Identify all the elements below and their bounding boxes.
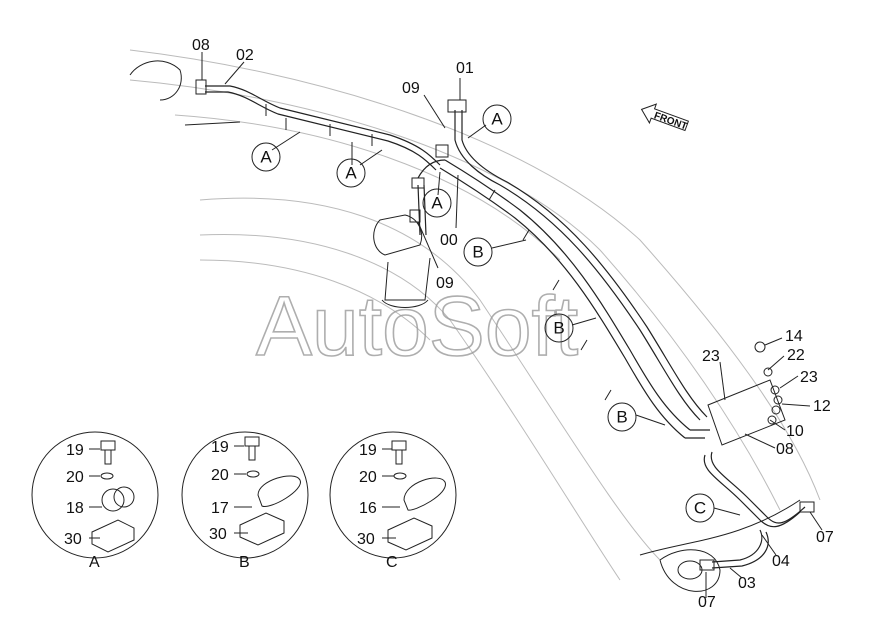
svg-text:16: 16 (359, 500, 377, 517)
cylinder (373, 214, 431, 308)
part-label-08: 08 (192, 37, 210, 54)
svg-text:19: 19 (211, 439, 229, 456)
washer-icon (100, 472, 114, 480)
callout-a: A (482, 104, 512, 134)
part-label-07: 07 (698, 594, 716, 611)
washer-icon (246, 470, 260, 478)
svg-text:17: 17 (211, 500, 229, 517)
svg-text:30: 30 (209, 526, 227, 543)
detail-c-title: C (386, 554, 398, 571)
part-label-04: 04 (772, 553, 790, 570)
svg-text:A: A (491, 110, 503, 129)
callout-a: A (251, 142, 281, 172)
callout-c: C (685, 493, 715, 523)
part-label-09: 09 (436, 275, 454, 292)
washer-icon (393, 472, 407, 480)
part-label-09: 09 (402, 80, 420, 97)
detail-b-title: B (239, 554, 250, 571)
svg-text:19: 19 (359, 442, 377, 459)
svg-text:B: B (616, 408, 627, 427)
part-label-23: 23 (702, 348, 720, 365)
arrow-left-icon (640, 103, 690, 132)
bolt-icon (244, 436, 260, 461)
detail-c: 19 20 16 30 C (329, 431, 457, 571)
callout-b: B (544, 313, 574, 343)
clamp-icon (257, 475, 301, 507)
svg-text:20: 20 (211, 467, 229, 484)
svg-text:A: A (345, 164, 357, 183)
callout-a: A (422, 188, 452, 218)
part-label-12: 12 (813, 398, 831, 415)
bolt-icon (391, 440, 407, 465)
detail-b: 19 20 17 30 B (181, 431, 309, 571)
part-label-08: 08 (776, 441, 794, 458)
clamps (265, 104, 612, 401)
svg-text:19: 19 (66, 442, 84, 459)
svg-text:30: 30 (357, 531, 375, 548)
svg-text:B: B (553, 319, 564, 338)
fittings (195, 79, 815, 571)
callout-b: B (607, 402, 637, 432)
part-label-22: 22 (787, 347, 805, 364)
part-label-10: 10 (786, 423, 804, 440)
part-label-23: 23 (800, 369, 818, 386)
control-valve-block (707, 341, 786, 446)
plate-icon (91, 519, 135, 553)
watermark: AutoSoft (256, 279, 578, 373)
part-label-14: 14 (785, 328, 803, 345)
svg-text:18: 18 (66, 500, 84, 517)
plate-icon (239, 512, 285, 546)
svg-text:A: A (431, 194, 443, 213)
part-label-01: 01 (456, 60, 474, 77)
hose-lines (205, 85, 806, 569)
part-label-00: 00 (440, 232, 458, 249)
part-label-07: 07 (816, 529, 834, 546)
part-labels: 08 02 01 09 00 09 14 22 23 23 12 10 08 0… (192, 37, 834, 611)
callout-a: A (336, 158, 366, 188)
svg-text:B: B (472, 243, 483, 262)
detail-views: 19 20 18 30 A 19 20 17 30 B (31, 431, 457, 571)
front-arrow: FRONT (640, 103, 690, 133)
front-label: FRONT (652, 110, 688, 132)
svg-text:30: 30 (64, 531, 82, 548)
detail-a: 19 20 18 30 A (31, 431, 159, 571)
bolt-icon (100, 440, 116, 465)
svg-text:20: 20 (66, 469, 84, 486)
part-label-03: 03 (738, 575, 756, 592)
svg-text:20: 20 (359, 469, 377, 486)
callouts: A A A A B B B C (251, 104, 715, 523)
clamp-icon (101, 486, 135, 512)
boom-outline (129, 49, 821, 592)
detail-a-title: A (89, 554, 100, 571)
svg-text:A: A (260, 148, 272, 167)
plate-icon (387, 517, 433, 551)
part-label-02: 02 (236, 47, 254, 64)
callout-leaders (201, 52, 823, 598)
svg-text:C: C (694, 499, 706, 518)
clamp-icon (403, 477, 446, 511)
callout-b: B (463, 237, 493, 267)
